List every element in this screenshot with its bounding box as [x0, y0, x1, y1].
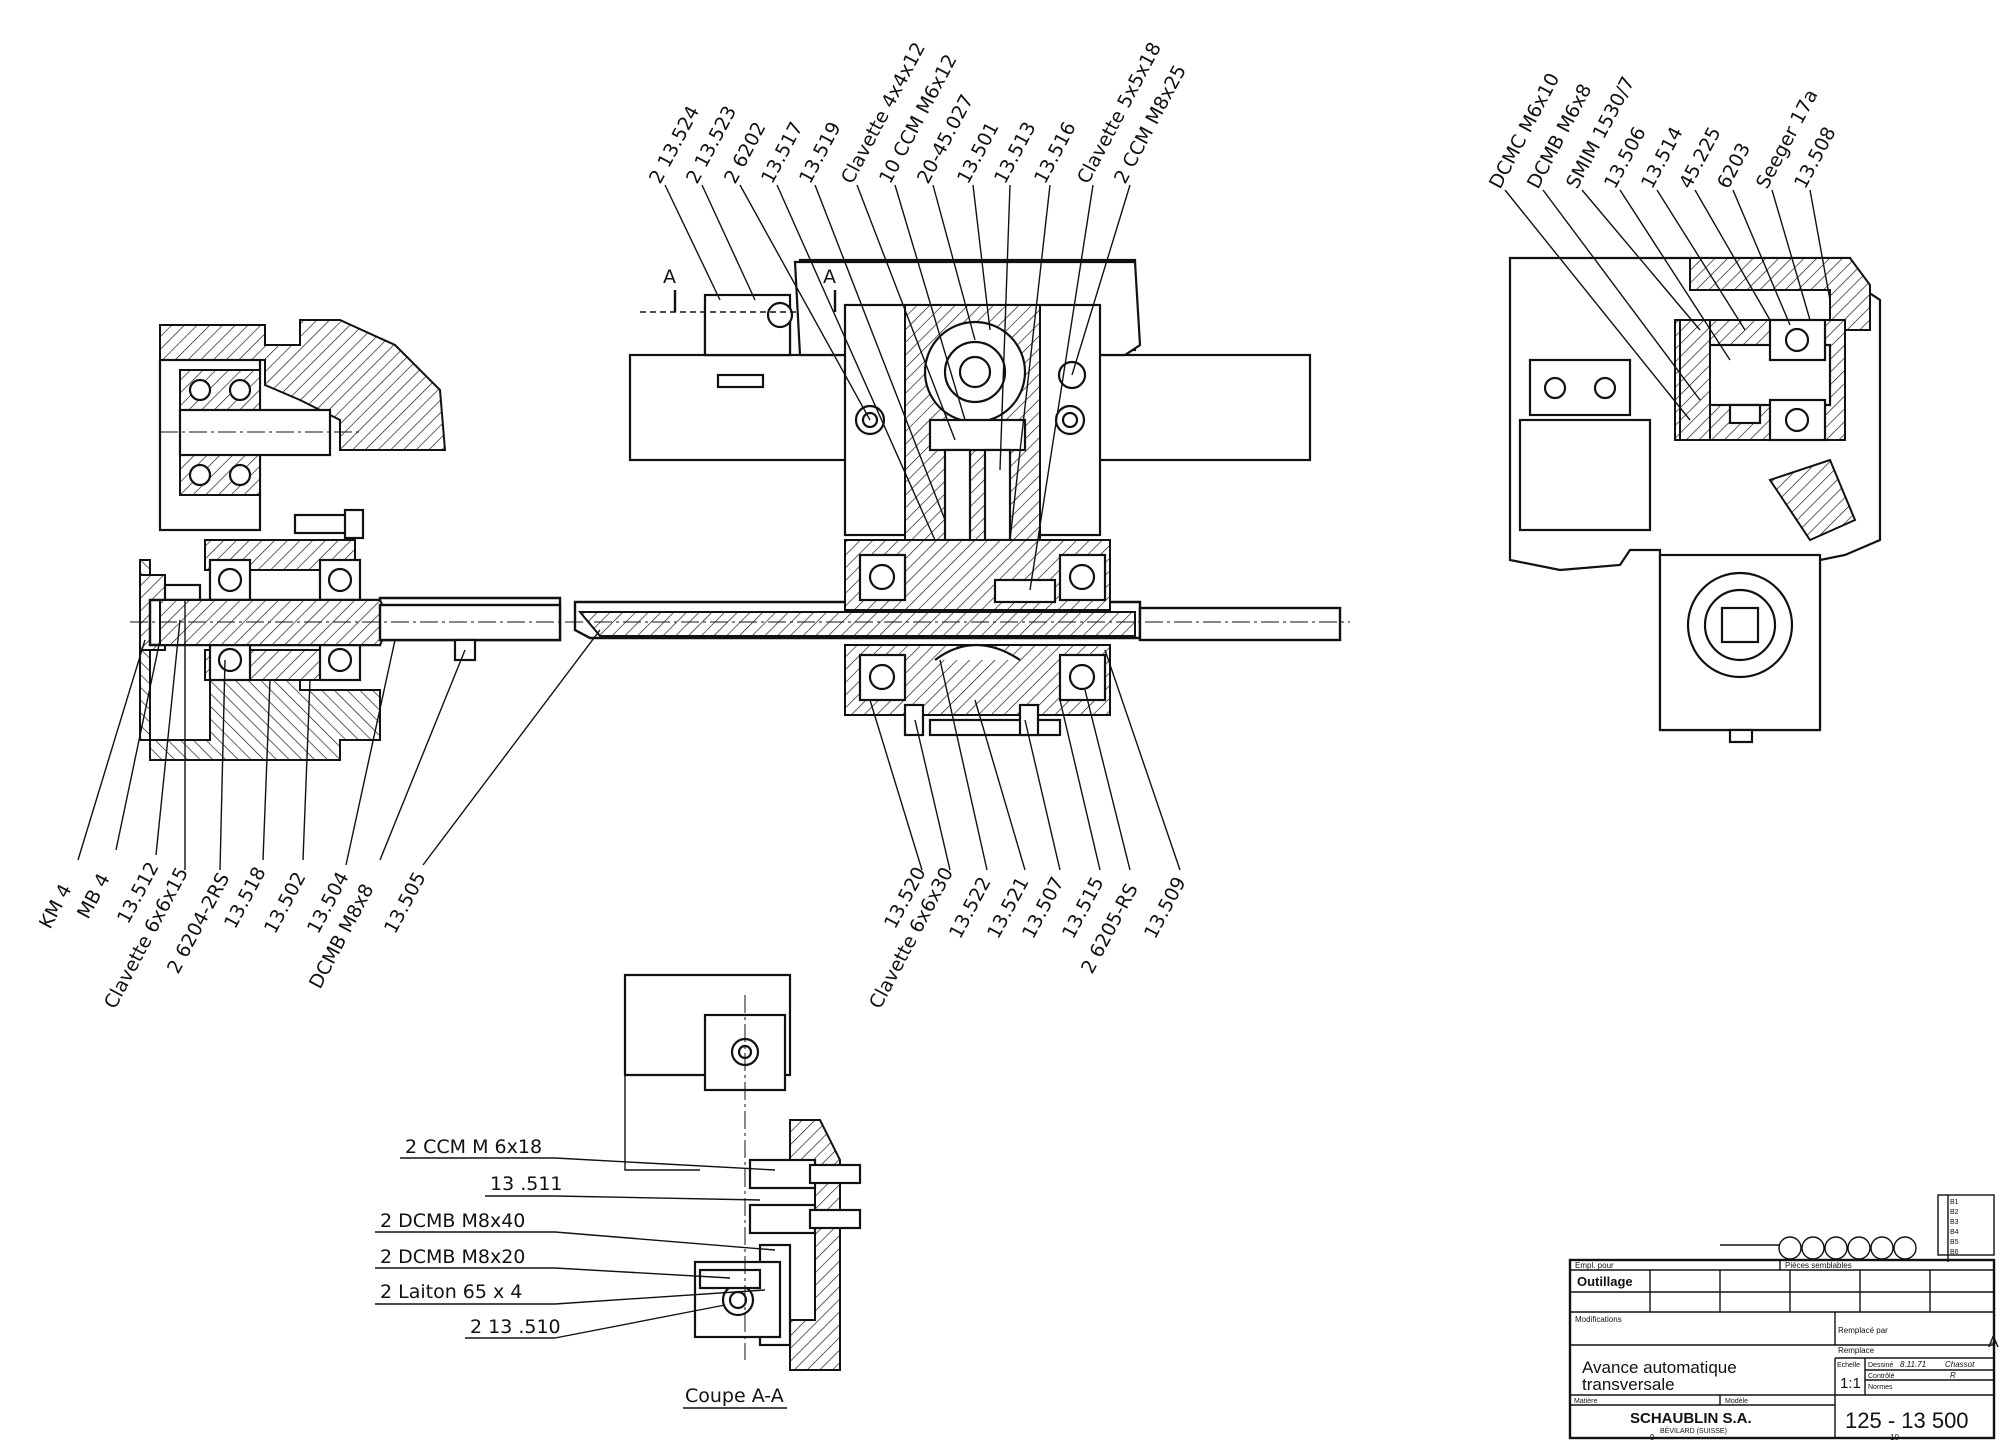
central-gearbox: A A — [628, 258, 1312, 737]
left-housing — [139, 319, 447, 761]
section-callout-1: 2 CCM M 6x18 — [405, 1136, 542, 1158]
drawing-number: 125 - 13 500 — [1845, 1408, 1969, 1433]
pieces-semblables-label: Pièces semblables — [1785, 1261, 1852, 1270]
dessine-by: Chassot — [1945, 1360, 1975, 1369]
title-block: B1 B2 B3 B4 B5 B6 Empl. pour Pièces semb… — [1568, 1194, 1999, 1442]
modifications-label: Modifications — [1575, 1315, 1622, 1324]
section-mark-a-right: A — [823, 266, 836, 288]
dessine-label: Dessiné — [1868, 1362, 1893, 1369]
side-view: DCMC M6x10 DCMB M6x8 SMIM 1530/7 13.506 … — [1485, 69, 1882, 744]
outillage-text: Outillage — [1577, 1274, 1633, 1289]
callout-bl-2: MB 4 — [73, 870, 115, 922]
rev-row-2: B2 — [1950, 1209, 1959, 1216]
normes-label: Normes — [1868, 1384, 1893, 1391]
section-callout-5: 2 Laiton 65 x 4 — [380, 1281, 522, 1303]
rev-row-6: B6 — [1950, 1249, 1959, 1256]
callout-bl-10: 13.505 — [380, 868, 431, 937]
controle-value: R — [1950, 1371, 1956, 1380]
echelle-label: Echelle — [1837, 1362, 1860, 1369]
company-location: BÉVILARD (SUISSE) — [1660, 1426, 1727, 1435]
title-line-2: transversale — [1582, 1375, 1675, 1394]
rev-row-3: B3 — [1950, 1219, 1959, 1226]
main-view: A A 2 13.524 2 13.523 2 6202 13.517 13.5… — [35, 39, 1350, 1012]
callout-bl-1: KM 4 — [35, 881, 76, 933]
grid-mark-9: 9 — [1650, 1433, 1655, 1442]
section-title: Coupe A-A — [685, 1385, 784, 1407]
title-line-1: Avance automatique — [1582, 1358, 1737, 1377]
grid-mark-10: 10 — [1890, 1433, 1899, 1442]
modele-label: Modèle — [1725, 1398, 1748, 1405]
dessine-value: 8.11.71 — [1900, 1360, 1926, 1369]
rev-row-1: B1 — [1950, 1199, 1959, 1206]
section-callout-2: 13 .511 — [490, 1173, 563, 1195]
empl-pour-label: Empl. pour — [1575, 1261, 1614, 1270]
remplace-par-label: Remplacé par — [1838, 1326, 1888, 1335]
rev-row-5: B5 — [1950, 1239, 1959, 1246]
callout-side-7: 6203 — [1713, 139, 1755, 192]
callout-br-8: 13.509 — [1140, 873, 1191, 942]
section-callout-4: 2 DCMB M8x20 — [380, 1246, 525, 1268]
rev-row-4: B4 — [1950, 1229, 1959, 1236]
matiere-label: Matière — [1574, 1398, 1597, 1405]
section-callout-3: 2 DCMB M8x40 — [380, 1210, 525, 1232]
scale-value: 1:1 — [1840, 1375, 1861, 1392]
section-view: 2 CCM M 6x18 13 .511 2 DCMB M8x40 2 DCMB… — [375, 973, 862, 1409]
company-name: SCHAUBLIN S.A. — [1630, 1410, 1752, 1427]
remplace-label: Remplace — [1838, 1346, 1875, 1355]
section-callout-6: 2 13 .510 — [470, 1316, 561, 1338]
section-mark-a-left: A — [663, 266, 676, 288]
controle-label: Contrôlé — [1868, 1373, 1895, 1380]
sheet-mark: A — [1988, 1334, 1999, 1351]
